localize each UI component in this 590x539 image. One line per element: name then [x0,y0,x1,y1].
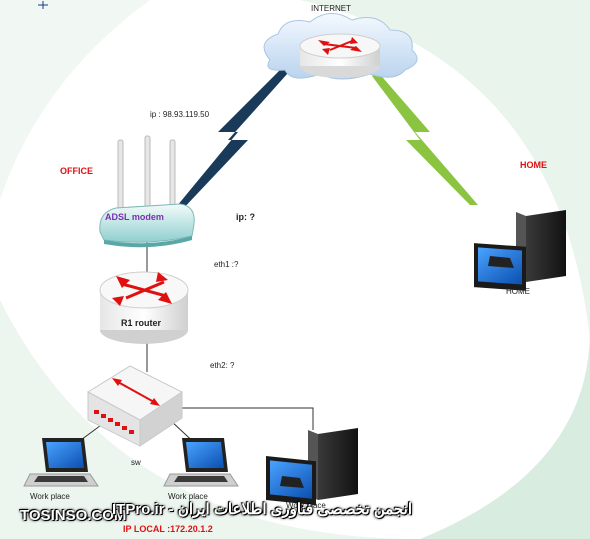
switch-label: sw [131,458,141,467]
laptop-icon [23,438,99,487]
router-icon [99,271,189,344]
eth1-label: eth1 :? [214,260,239,269]
office-label: OFFICE [60,166,93,176]
internet-label: INTERNET [311,4,351,13]
adsl-modem-icon [99,135,195,248]
home-label: HOME [520,160,547,170]
work-place-label-2: Work place [168,492,208,501]
switch-icon [87,365,183,447]
work-place-label-1: Work place [30,492,70,501]
ip-unknown-label: ip: ? [236,212,255,222]
wan-ip-label: ip : 98.93.119.50 [150,110,210,119]
cloud-router-icon [263,13,418,80]
eth2-label: eth2: ? [210,361,235,370]
modem-label: ADSL modem [105,212,164,222]
laptop-icon [163,438,239,487]
desktop-pc-icon [474,210,566,291]
home-pc-label: HOME [506,287,530,296]
tosinso-watermark: TOSINSO.COM [20,507,127,524]
office-lightning-link [172,60,296,212]
work-place-label-3: Work place [286,501,326,510]
itpro-watermark: انجمن تخصصی فناوری اطلاعات ایران - ITPro… [112,501,413,518]
desktop-pc-icon [266,428,358,506]
home-lightning-link [372,72,478,205]
ip-local-label: IP LOCAL :172.20.1.2 [123,524,213,534]
router-label: R1 router [121,318,162,328]
